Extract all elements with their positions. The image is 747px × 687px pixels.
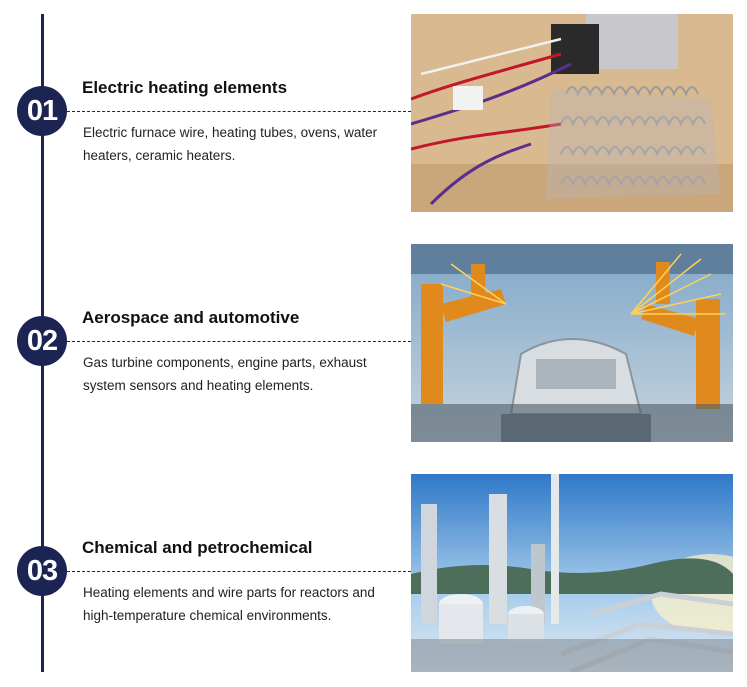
item-description: Gas turbine components, engine parts, ex…: [83, 355, 367, 393]
dashed-connector: [67, 571, 411, 572]
step-number-badge: 03: [17, 546, 67, 596]
step-number-badge: 01: [17, 86, 67, 136]
item-title: Chemical and petrochemical: [82, 538, 313, 557]
application-item-2: 02 Aerospace and automotive Gas turbine …: [0, 242, 747, 442]
dashed-connector: [67, 111, 411, 112]
application-item-1: 01 Electric heating elements Electric fu…: [0, 12, 747, 212]
heating-elements-photo: [411, 14, 733, 212]
item-description: Heating elements and wire parts for reac…: [83, 585, 375, 623]
petrochemical-plant-photo: [411, 474, 733, 672]
step-number-badge: 02: [17, 316, 67, 366]
item-description: Electric furnace wire, heating tubes, ov…: [83, 125, 378, 163]
automotive-robots-photo: [411, 244, 733, 442]
item-title: Aerospace and automotive: [82, 308, 300, 327]
application-item-3: 03 Chemical and petrochemical Heating el…: [0, 472, 747, 672]
item-title: Electric heating elements: [82, 78, 288, 97]
dashed-connector: [67, 341, 411, 342]
